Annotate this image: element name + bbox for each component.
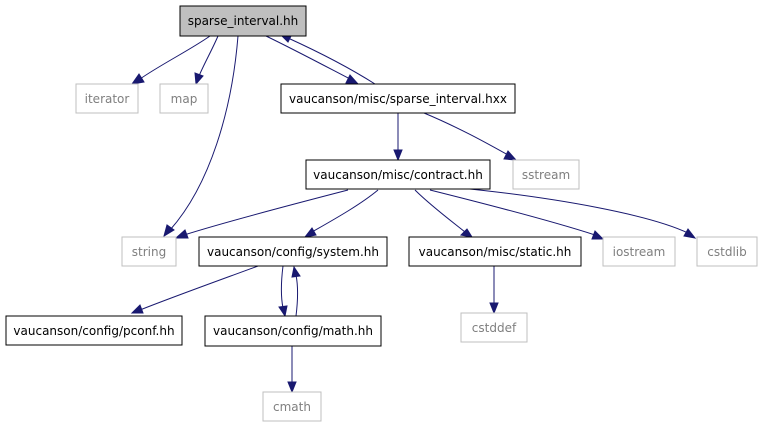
- node-string[interactable]: string: [121, 236, 177, 267]
- node-label: cstddef: [472, 321, 517, 335]
- edge-sparse-interval-to-hxx: [265, 35, 360, 85]
- edge-sparse-interval-to-string: [163, 35, 239, 238]
- node-label: string: [132, 245, 166, 259]
- node-cstdlib[interactable]: cstdlib: [696, 236, 758, 267]
- edge-system-to-math: [278, 265, 288, 318]
- edge-contract-to-cstdlib: [459, 187, 697, 239]
- node-sstream[interactable]: sstream: [512, 159, 580, 190]
- node-label: vaucanson/misc/contract.hh: [313, 168, 483, 182]
- node-label: vaucanson/config/system.hh: [207, 245, 379, 259]
- edge-static-to-cstddef: [489, 266, 499, 315]
- edge-sparse-interval-to-iterator: [130, 35, 211, 85]
- edge-hxx-to-sstream: [423, 112, 518, 161]
- node-system-hh[interactable]: vaucanson/config/system.hh: [198, 236, 388, 267]
- edge-hxx-to-sparse-interval: [278, 33, 376, 85]
- edge-contract-to-iostream: [429, 189, 605, 240]
- nodes-layer: sparse_interval.hh iterator map vaucanso…: [5, 5, 758, 422]
- edge-hxx-to-contract: [393, 113, 403, 162]
- edge-contract-to-static: [414, 189, 474, 238]
- node-static-hh[interactable]: vaucanson/misc/static.hh: [408, 236, 582, 267]
- node-label: map: [171, 92, 198, 106]
- node-map[interactable]: map: [159, 83, 209, 114]
- node-cmath[interactable]: cmath: [262, 391, 322, 422]
- node-label: vaucanson/misc/static.hh: [419, 245, 572, 259]
- edge-math-to-system: [291, 265, 301, 317]
- edge-sparse-interval-to-map: [194, 35, 219, 86]
- node-contract-hh[interactable]: vaucanson/misc/contract.hh: [305, 159, 491, 190]
- node-label: iterator: [85, 92, 130, 106]
- node-pconf-hh[interactable]: vaucanson/config/pconf.hh: [5, 315, 183, 346]
- node-iostream[interactable]: iostream: [602, 236, 676, 267]
- edge-math-to-cmath: [287, 346, 297, 394]
- node-label: vaucanson/config/pconf.hh: [13, 324, 174, 338]
- node-sparse-interval-hh[interactable]: sparse_interval.hh: [179, 5, 307, 37]
- edge-contract-to-string: [174, 189, 349, 239]
- node-label: vaucanson/config/math.hh: [213, 324, 373, 338]
- edge-contract-to-system: [303, 189, 379, 238]
- node-label: sstream: [522, 168, 570, 182]
- node-sparse-interval-hxx[interactable]: vaucanson/misc/sparse_interval.hxx: [280, 83, 516, 114]
- node-label: cstdlib: [707, 245, 746, 259]
- node-label: cmath: [273, 400, 311, 414]
- node-iterator[interactable]: iterator: [75, 83, 139, 114]
- node-cstddef[interactable]: cstddef: [460, 312, 528, 343]
- node-math-hh[interactable]: vaucanson/config/math.hh: [204, 315, 382, 347]
- node-label: iostream: [613, 245, 666, 259]
- node-label: sparse_interval.hh: [188, 14, 299, 28]
- edge-system-to-pconf: [130, 265, 259, 314]
- node-label: vaucanson/misc/sparse_interval.hxx: [289, 92, 507, 106]
